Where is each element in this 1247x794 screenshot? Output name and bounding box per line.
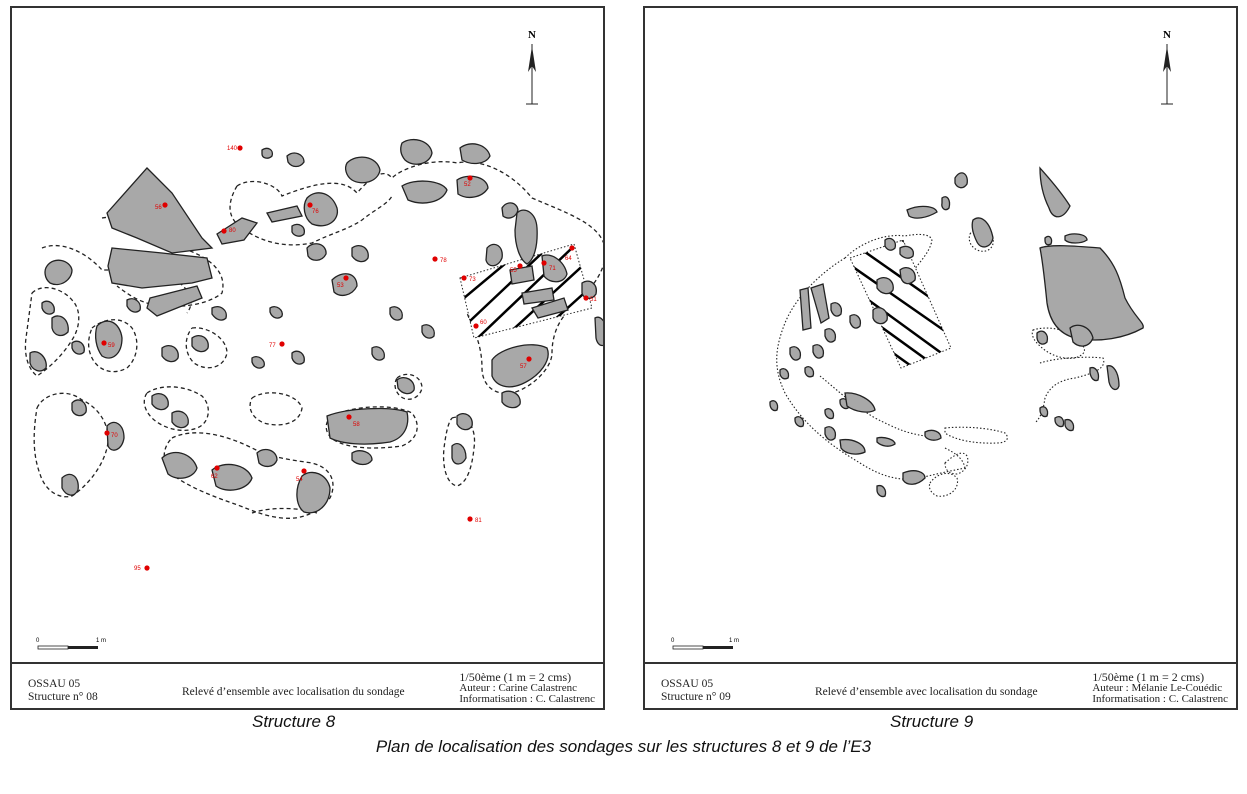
- survey-point: 76: [307, 202, 319, 215]
- scale-bar-start-label: 0: [671, 638, 675, 644]
- survey-point: 51: [583, 295, 597, 303]
- structure-8-panel: N: [10, 6, 605, 710]
- scale-bar-end-label: 1 m: [729, 638, 739, 644]
- author: Auteur : Carine Calastrenc: [459, 682, 577, 694]
- structure-9-panel: N: [643, 6, 1238, 710]
- scale-bar-start-label: 0: [36, 638, 40, 644]
- caption-structure-8: Structure 8: [252, 712, 336, 731]
- structure-9-plan: N: [671, 29, 1173, 650]
- survey-point-label: 81: [475, 518, 482, 524]
- digitization-credit: Informatisation : C. Calastrenc: [459, 693, 595, 705]
- scale-block: 1/50ème (1 m = 2 cms) Auteur : Mélanie L…: [1092, 670, 1228, 705]
- survey-point-label: 80: [229, 228, 236, 234]
- survey-point-label: 59: [108, 343, 115, 349]
- survey-point: 54: [296, 468, 307, 483]
- survey-point-label: 76: [312, 209, 319, 215]
- survey-point-label: 54: [296, 477, 303, 483]
- structure-8-plan: N: [24, 29, 603, 650]
- survey-point-label: 55: [510, 268, 517, 274]
- survey-point-label: 53: [337, 283, 344, 289]
- survey-point-label: 56: [155, 205, 162, 211]
- scale-bar: 0 1 m: [671, 638, 739, 650]
- plan-title: Relevé d’ensemble avec localisation du s…: [815, 686, 1038, 698]
- survey-point-label: 58: [353, 422, 360, 428]
- survey-point: 71: [541, 260, 556, 272]
- caption-structure-9: Structure 9: [890, 712, 974, 731]
- survey-point-label: 64: [565, 256, 572, 262]
- survey-point: 77: [269, 341, 285, 349]
- site-block: OSSAU 05 Structure n° 09: [661, 678, 731, 704]
- author: Auteur : Mélanie Le-Couédic: [1092, 682, 1223, 694]
- survey-point: 58: [346, 414, 360, 428]
- structure-number: Structure n° 09: [661, 691, 731, 703]
- survey-points: 140 56 76 80 52 53 78 73 55 71 64 51 60 …: [101, 145, 597, 572]
- scale-bar-end-label: 1 m: [96, 638, 106, 644]
- title-block: OSSAU 05 Structure n° 08 Relevé d’ensemb…: [12, 662, 603, 708]
- survey-point: 95: [134, 565, 150, 572]
- survey-point-label: 78: [440, 258, 447, 264]
- plan-title: Relevé d’ensemble avec localisation du s…: [182, 686, 405, 698]
- survey-point-label: 73: [469, 277, 476, 283]
- site-block: OSSAU 05 Structure n° 08: [28, 678, 98, 704]
- survey-point: 70: [104, 430, 118, 439]
- survey-point-label: 62: [211, 474, 218, 480]
- survey-point: 52: [464, 175, 473, 188]
- survey-point-label: 57: [520, 364, 527, 370]
- north-arrow-icon: N: [1161, 29, 1173, 105]
- survey-point: 64: [565, 245, 575, 262]
- scale-bar: 0 1 m: [36, 638, 106, 650]
- structure-8-stones: [29, 139, 603, 514]
- survey-point-label: 140: [227, 146, 238, 152]
- north-label: N: [528, 29, 536, 41]
- survey-point: 80: [221, 228, 236, 234]
- survey-point: 59: [101, 340, 115, 349]
- survey-point: 53: [337, 275, 349, 289]
- site-name: OSSAU 05: [28, 678, 81, 690]
- survey-point-label: 77: [269, 343, 276, 349]
- survey-point-label: 71: [549, 266, 556, 272]
- north-arrow-icon: N: [526, 29, 538, 105]
- structure-9-stones: [769, 166, 1144, 498]
- scale-ratio: 1/50ème (1 m = 2 cms): [459, 670, 572, 684]
- survey-point: 81: [467, 516, 482, 524]
- survey-point-label: 70: [111, 433, 118, 439]
- scale-ratio: 1/50ème (1 m = 2 cms): [1092, 670, 1205, 684]
- survey-point: 62: [211, 465, 220, 480]
- north-label: N: [1163, 29, 1171, 41]
- digitization-credit: Informatisation : C. Calastrenc: [1092, 693, 1228, 705]
- survey-point: 140: [227, 145, 243, 152]
- survey-point-label: 51: [590, 297, 597, 303]
- figure-caption: Plan de localisation des sondages sur le…: [375, 737, 872, 756]
- survey-point: 55: [510, 263, 523, 274]
- survey-point: 57: [520, 356, 532, 370]
- scale-block: 1/50ème (1 m = 2 cms) Auteur : Carine Ca…: [459, 670, 595, 705]
- sondage-area: [849, 239, 952, 369]
- survey-point: 73: [461, 275, 476, 283]
- survey-point: 56: [155, 202, 168, 211]
- survey-point-label: 60: [480, 320, 487, 326]
- survey-point-label: 52: [464, 182, 471, 188]
- title-block: OSSAU 05 Structure n° 09 Relevé d’ensemb…: [645, 662, 1236, 708]
- survey-point: 78: [432, 256, 447, 264]
- site-name: OSSAU 05: [661, 678, 714, 690]
- structure-number: Structure n° 08: [28, 691, 98, 703]
- survey-point-label: 95: [134, 566, 141, 572]
- survey-point: 60: [473, 320, 487, 329]
